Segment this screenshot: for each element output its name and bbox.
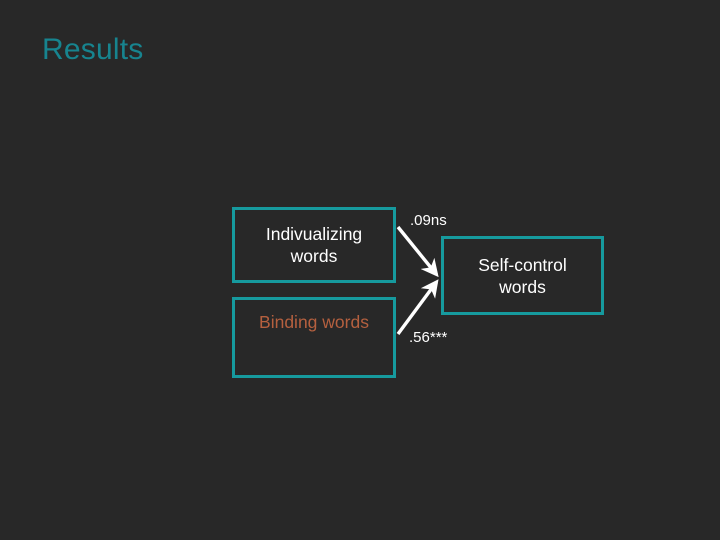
edge-label-binding-to-selfcontrol: .56*** <box>409 329 448 346</box>
arrow-individualizing-to-selfcontrol <box>396 225 439 278</box>
node-self-control-words-label: Self-control words <box>478 254 567 297</box>
node-binding-words[interactable]: Binding words <box>232 297 396 378</box>
page-title: Results <box>42 33 144 66</box>
node-self-control-words[interactable]: Self-control words <box>441 236 604 315</box>
node-individualizing-words-label: Indivualizing words <box>265 224 363 266</box>
arrow-binding-to-selfcontrol <box>396 279 439 336</box>
node-individualizing-words[interactable]: Indivualizing words <box>232 207 396 283</box>
node-binding-words-label: Binding words <box>259 312 369 332</box>
edge-label-individualizing-to-selfcontrol: .09ns <box>410 212 447 229</box>
